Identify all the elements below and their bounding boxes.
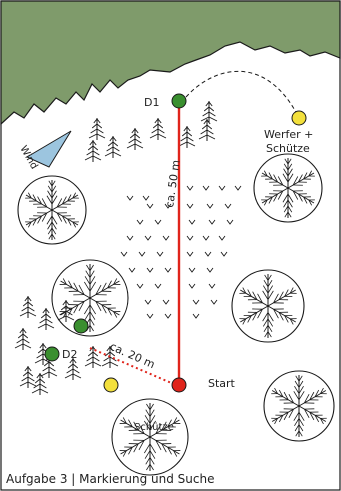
yellow-marker-thrower xyxy=(292,111,306,125)
thrower-label: Werfer + xyxy=(264,128,313,141)
yellow-marker-bottom xyxy=(104,378,118,392)
start-label: Start xyxy=(208,377,236,390)
d2-marker xyxy=(45,347,59,361)
caption: Aufgabe 3 | Markierung und Suche xyxy=(6,472,214,486)
snowflake-tree-icon xyxy=(52,260,128,336)
shooter-label: Schütze xyxy=(266,142,310,155)
d2-label: D2 xyxy=(62,348,77,361)
snowflake-tree-icon xyxy=(264,371,334,441)
snowflake-tree-icon xyxy=(112,399,188,475)
d1-marker xyxy=(172,94,186,108)
snowflake-tree-icon xyxy=(232,270,304,342)
start-marker xyxy=(172,378,186,392)
d1-label: D1 xyxy=(144,96,159,109)
shooter-bottom-label: Schütze xyxy=(134,422,174,433)
snowflake-tree-icon xyxy=(254,154,322,222)
snowflake-tree-icon xyxy=(18,176,86,244)
green-marker-center xyxy=(74,319,88,333)
